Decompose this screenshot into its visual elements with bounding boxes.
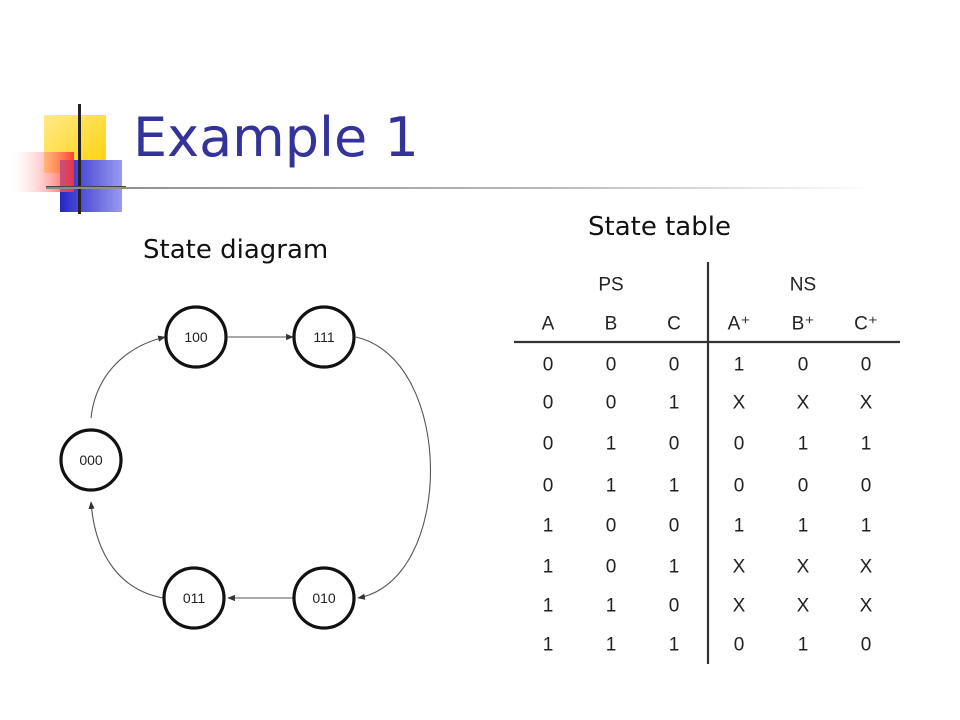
table-cell: 0 bbox=[543, 434, 554, 455]
table-cell: X bbox=[797, 393, 810, 414]
table-column-header: B bbox=[605, 314, 618, 335]
table-cell: 0 bbox=[543, 355, 554, 376]
table-row: 1 0 0 1 1 1 bbox=[543, 516, 872, 537]
table-column-header: C bbox=[667, 314, 681, 335]
state-label: 100 bbox=[184, 329, 208, 345]
table-column-header: A bbox=[542, 314, 555, 335]
table-cell: X bbox=[797, 596, 810, 617]
table-cell: X bbox=[860, 557, 873, 578]
state-node-111: 111 bbox=[292, 305, 356, 369]
state-node-000: 000 bbox=[59, 428, 123, 492]
table-row: 1 0 1 X X X bbox=[543, 557, 873, 578]
state-diagram-label: State diagram bbox=[143, 235, 329, 265]
table-cell: X bbox=[797, 557, 810, 578]
table-cell: 1 bbox=[606, 596, 617, 617]
table-cell: 1 bbox=[606, 635, 617, 656]
table-cell: X bbox=[733, 393, 746, 414]
table-cell: 0 bbox=[606, 516, 617, 537]
table-cell: 0 bbox=[606, 557, 617, 578]
table-cell: 1 bbox=[543, 516, 554, 537]
table-cell: 0 bbox=[606, 393, 617, 414]
table-cell: 0 bbox=[669, 434, 680, 455]
edge-000-to-100 bbox=[90, 335, 166, 419]
state-label: 000 bbox=[79, 452, 103, 468]
table-column-header: C⁺ bbox=[854, 314, 878, 335]
state-label: 011 bbox=[183, 590, 206, 606]
state-node-100: 100 bbox=[164, 305, 228, 369]
state-node-010: 010 bbox=[292, 566, 356, 630]
table-cell: 1 bbox=[798, 516, 809, 537]
table-column-header: B⁺ bbox=[792, 314, 815, 335]
state-node-011: 011 bbox=[162, 566, 226, 630]
slide-title: Example 1 bbox=[133, 106, 419, 169]
table-cell: 0 bbox=[606, 355, 617, 376]
edge-011-to-000 bbox=[88, 501, 164, 599]
title-divider bbox=[46, 187, 876, 189]
table-cell: 1 bbox=[798, 434, 809, 455]
table-cell: 0 bbox=[798, 476, 809, 497]
table-cell: 1 bbox=[669, 635, 680, 656]
table-row: 0 1 1 0 0 0 bbox=[543, 476, 872, 497]
table-header-row: A B C A⁺ B⁺ C⁺ bbox=[542, 314, 878, 335]
table-cell: 0 bbox=[734, 635, 745, 656]
state-table-label: State table bbox=[588, 212, 731, 242]
table-row: 1 1 1 0 1 0 bbox=[543, 635, 872, 656]
table-cell: 1 bbox=[734, 355, 745, 376]
table-cell: X bbox=[860, 393, 873, 414]
table-row: 0 0 1 X X X bbox=[543, 393, 873, 414]
table-cell: 0 bbox=[543, 476, 554, 497]
edge-111-to-010 bbox=[355, 336, 431, 600]
table-cell: 1 bbox=[543, 635, 554, 656]
table-row: 0 0 0 1 0 0 bbox=[543, 355, 872, 376]
table-cell: 0 bbox=[861, 635, 872, 656]
table-row: 1 1 0 X X X bbox=[543, 596, 873, 617]
table-cell: 1 bbox=[669, 393, 680, 414]
table-cell: 1 bbox=[543, 596, 554, 617]
table-cell: 1 bbox=[798, 635, 809, 656]
table-column-header: A⁺ bbox=[728, 314, 751, 335]
table-cell: 0 bbox=[669, 516, 680, 537]
table-cell: 0 bbox=[734, 434, 745, 455]
slide-logo-icon bbox=[12, 104, 126, 214]
table-cell: 0 bbox=[669, 596, 680, 617]
table-cell: X bbox=[733, 557, 746, 578]
table-cell: X bbox=[733, 596, 746, 617]
table-cell: 1 bbox=[669, 557, 680, 578]
table-cell: 1 bbox=[669, 476, 680, 497]
table-cell: 0 bbox=[861, 355, 872, 376]
table-cell: 0 bbox=[669, 355, 680, 376]
table-cell: X bbox=[860, 596, 873, 617]
table-cell: 1 bbox=[606, 434, 617, 455]
table-cell: 1 bbox=[543, 557, 554, 578]
table-cell: 0 bbox=[734, 476, 745, 497]
table-group-ns: NS bbox=[790, 275, 816, 296]
table-cell: 1 bbox=[606, 476, 617, 497]
table-cell: 0 bbox=[798, 355, 809, 376]
table-cell: 0 bbox=[543, 393, 554, 414]
state-label: 010 bbox=[312, 590, 336, 606]
table-group-ps: PS bbox=[598, 275, 623, 296]
table-cell: 1 bbox=[861, 434, 872, 455]
table-cell: 0 bbox=[861, 476, 872, 497]
table-row: 0 1 0 0 1 1 bbox=[543, 434, 872, 455]
state-label: 111 bbox=[313, 329, 334, 345]
table-cell: 1 bbox=[861, 516, 872, 537]
table-cell: 1 bbox=[734, 516, 745, 537]
